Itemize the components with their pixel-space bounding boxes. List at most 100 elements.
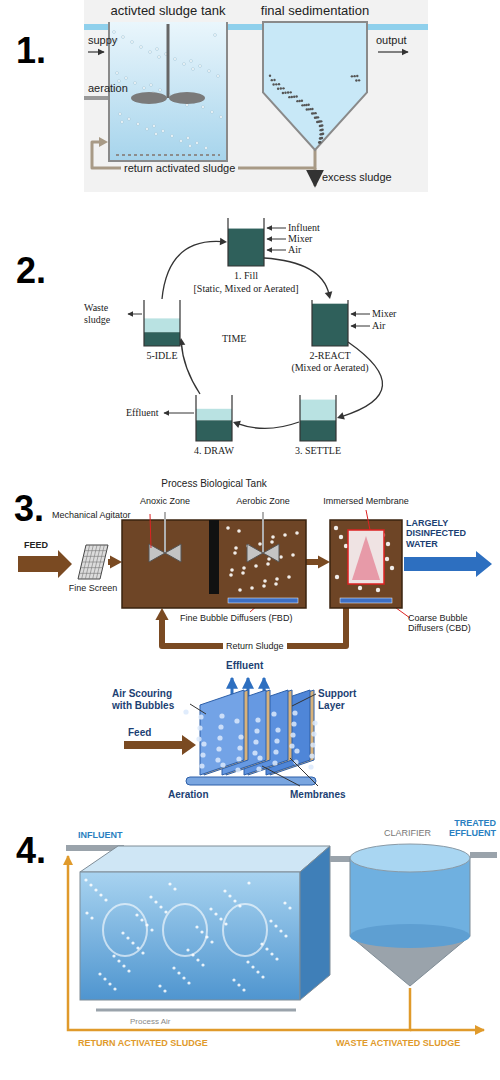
- air-bubble: [218, 724, 223, 729]
- activated-sludge-tank-shape: [158, 56, 161, 59]
- flow-label: RETURN ACTIVATED SLUDGE: [78, 1038, 208, 1048]
- sedimentation-tank-shape: [351, 75, 353, 77]
- activated-sludge-tank-shape: [121, 121, 124, 124]
- anoxic-zone: Anoxic Zone: [122, 520, 208, 608]
- sedimentation-tank-shape: [320, 133, 322, 135]
- membrane-tank-shape: [366, 510, 370, 530]
- air-bubble: [271, 711, 276, 716]
- sedimentation-tank-shape: [319, 129, 321, 131]
- pipe: [330, 856, 352, 862]
- connector-line: [228, 24, 262, 30]
- flow-label: FEED: [24, 540, 48, 550]
- membrane-tank-shape: [335, 575, 339, 579]
- air-bubble: [210, 940, 213, 943]
- activated-sludge-tank-shape: [137, 123, 140, 126]
- air-bubble: [217, 735, 222, 740]
- aerobic-zone-shape: [271, 535, 275, 539]
- air-bubble: [89, 883, 92, 886]
- activated-sludge-tank-shape: [208, 70, 211, 73]
- air-bubble: [254, 728, 259, 733]
- arrow-head: [155, 608, 168, 620]
- sedimentation-tank-shape: [280, 87, 282, 89]
- activated-sludge-tank-shape: [159, 89, 162, 92]
- sedimentation-tank-shape: [282, 92, 284, 94]
- pipe: [84, 24, 108, 30]
- air-bubble: [135, 913, 138, 916]
- air-bubble: [290, 732, 295, 737]
- aerobic-zone-shape: [279, 555, 283, 559]
- sedimentation-tank-shape: [311, 112, 313, 114]
- activated-sludge-tank-shape: [128, 118, 131, 121]
- node-text: Mixer: [288, 233, 312, 245]
- air-bubble: [85, 911, 88, 914]
- sbr-tank-shape: [196, 420, 232, 441]
- sbr-tank-shape: [312, 304, 348, 346]
- air-bubble: [246, 960, 249, 963]
- flow-label: Effluent: [226, 660, 263, 672]
- membrane-tank-shape: [376, 588, 380, 592]
- air-bubble: [253, 739, 258, 744]
- activated-sludge-tank-shape: [162, 130, 165, 133]
- sedimentation-tank-shape: [278, 83, 280, 85]
- activated-sludge-tank-shape: [214, 34, 217, 37]
- arrow-head: [220, 238, 227, 246]
- sedimentation-tank-shape: [288, 96, 290, 98]
- activated-sludge-tank-shape: [125, 77, 128, 80]
- node-text: Immersed Membrane: [306, 496, 426, 506]
- sedimentation-tank: final sedimentation: [262, 22, 368, 150]
- flow-arrow: [88, 51, 104, 52]
- air-bubble: [273, 749, 278, 754]
- node-text: [Static, Mixed or Aerated]: [178, 283, 314, 295]
- air-bubble: [84, 878, 291, 992]
- air-bubble: [84, 878, 87, 881]
- leader-line: [190, 694, 318, 786]
- part-label: CLARIFIER: [384, 828, 431, 838]
- part-label: Fine Bubble Diffusers (FBD): [180, 613, 292, 623]
- sbr-tank-shape: [196, 395, 232, 441]
- aerobic-zone-shape: [220, 520, 306, 608]
- part-label: Coarse Bubble Diffusers (CBD): [408, 613, 496, 634]
- air-bubble: [186, 948, 189, 951]
- arrow-head: [325, 291, 333, 299]
- sbr-tank-shape: [228, 218, 264, 266]
- air-bubble: [113, 987, 116, 990]
- membrane-tank-shape: [330, 520, 402, 608]
- sbr-tank-shape: [300, 395, 336, 441]
- air-bubble: [270, 952, 273, 955]
- feed-arrow: [18, 550, 72, 578]
- flow-label: excess sludge: [322, 171, 392, 184]
- air-bubble: [279, 929, 282, 932]
- activated-sludge-tank-shape: [183, 63, 186, 66]
- activated-sludge-tank-shape: [190, 60, 193, 63]
- leader-line: [290, 758, 318, 786]
- sedimentation-tank-shape: [319, 137, 321, 139]
- air-bubble: [140, 918, 143, 921]
- sedimentation-tank-shape: [318, 141, 320, 143]
- air-bubble: [103, 977, 106, 980]
- air-bubble: [215, 757, 220, 762]
- leader-arrow: [267, 228, 286, 229]
- aerobic-zone-shape: [234, 546, 238, 550]
- part-label: Aeration: [168, 789, 209, 801]
- aerobic-zone-shape: [254, 564, 258, 568]
- aeration-pipe: [84, 96, 108, 100]
- air-bubble: [261, 975, 264, 978]
- sbr-tank-shape: [144, 300, 180, 346]
- sedimentation-tank-shape: [277, 88, 279, 90]
- flow-label: output: [376, 34, 407, 47]
- leader-line: [262, 766, 300, 786]
- air-bubble: [219, 713, 224, 718]
- connector-line: [238, 422, 299, 428]
- activated-sludge-tank-shape: [199, 65, 202, 68]
- air-bubble: [90, 916, 93, 919]
- aerobic-zone-shape: [226, 526, 230, 530]
- activated-sludge-tank-shape: [146, 128, 149, 131]
- activated-sludge-tank-shape: [187, 137, 190, 140]
- pipe: [368, 24, 428, 30]
- air-bubble: [219, 917, 222, 920]
- activated-sludge-tank-shape: [116, 72, 119, 75]
- activated-sludge-tank-shape: [143, 87, 146, 90]
- sedimentation-tank-shape: [296, 100, 298, 102]
- air-bubble: [145, 923, 148, 926]
- air-bubble: [284, 934, 287, 937]
